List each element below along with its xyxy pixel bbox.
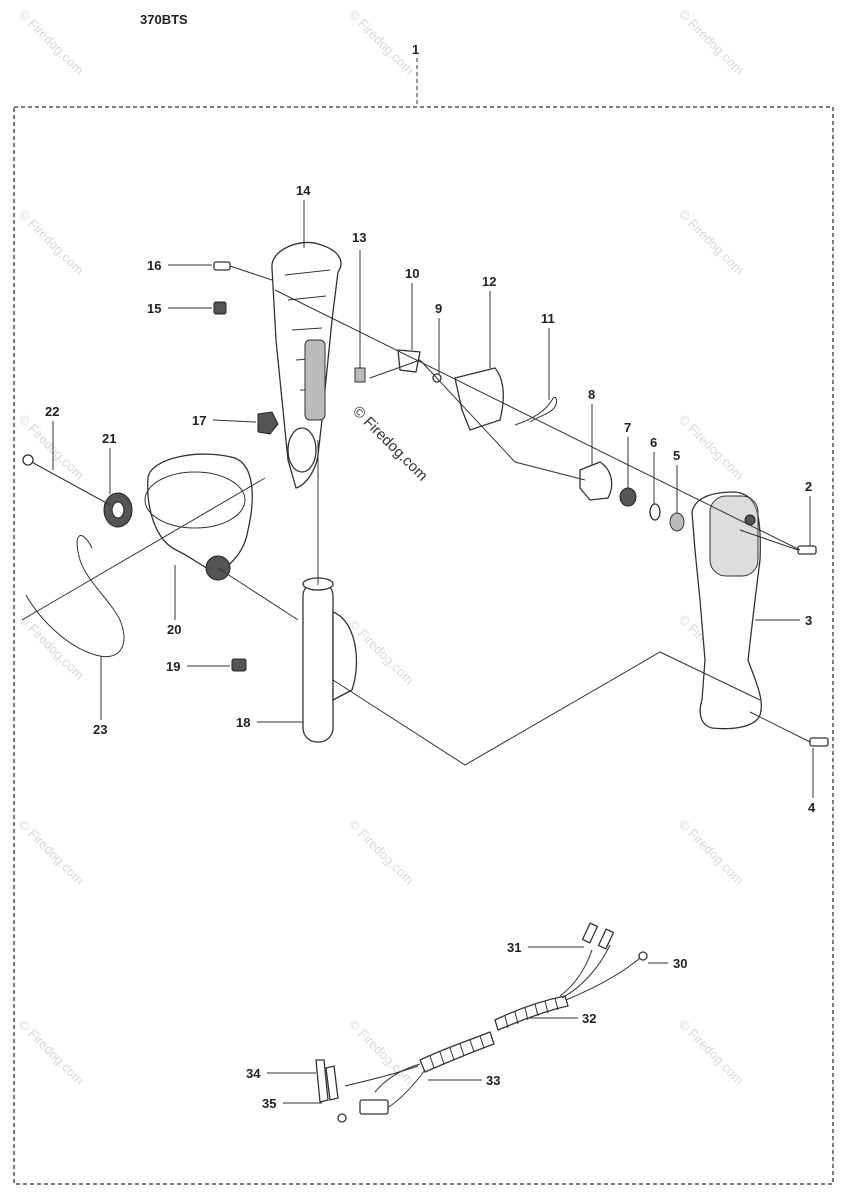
callout-8: 8 (588, 387, 595, 402)
part-4-screw (749, 711, 829, 747)
part-16-screw (213, 261, 273, 281)
watermark: © Firedog.com (676, 412, 747, 483)
part-5-washer (669, 512, 685, 532)
part-10-clip (397, 349, 421, 373)
callout-13: 13 (352, 230, 366, 245)
callout-12: 12 (482, 274, 496, 289)
clamp-ring (144, 471, 246, 529)
wire (565, 957, 641, 1001)
assembly-line (369, 359, 586, 481)
callout-14: 14 (296, 183, 311, 198)
callout-10: 10 (405, 266, 419, 281)
part-33-connector (359, 1099, 389, 1115)
watermark: © Firedog.com (676, 207, 747, 278)
housing-detail (284, 269, 331, 391)
part-12-trigger (454, 367, 504, 431)
callouts: 1 14 16 15 13 10 9 12 11 8 7 6 5 2 3 4 2… (45, 42, 816, 1111)
watermark: © Firedog.com (16, 817, 87, 888)
part-32-sleeve-lower (419, 1031, 495, 1073)
watermark: © Firedog.com (346, 817, 417, 888)
part-8-lock (579, 461, 613, 501)
part-34-bracket (315, 1059, 329, 1103)
callout-33: 33 (486, 1073, 500, 1088)
part-17-nut (257, 411, 279, 435)
part-18-tube (302, 577, 358, 743)
callout-30: 30 (673, 956, 687, 971)
callout-2: 2 (805, 479, 812, 494)
part-2-screw (739, 529, 817, 555)
callout-15: 15 (147, 301, 161, 316)
clamp-leader (217, 567, 299, 621)
callout-1: 1 (412, 42, 419, 57)
rear-handle-cap (709, 495, 759, 577)
wire (561, 944, 611, 999)
wire (374, 1063, 421, 1093)
housing-detail (304, 339, 326, 421)
watermark: © Firedog.com (676, 7, 747, 78)
model-title: 370BTS (140, 12, 188, 27)
callout-5: 5 (673, 448, 680, 463)
watermark: © Firedog.com (676, 817, 747, 888)
assembly-boundary (13, 106, 834, 1185)
watermark: © Firedog.com (16, 412, 87, 483)
wire (344, 1065, 419, 1087)
part-15-nut (213, 301, 227, 315)
callout-20: 20 (167, 622, 181, 637)
callout-4: 4 (808, 800, 816, 815)
assembly-line (274, 289, 801, 551)
wiring-harness (315, 922, 648, 1123)
part-13-spring (354, 250, 366, 383)
assembly-line (332, 651, 761, 766)
callout-22: 22 (45, 404, 59, 419)
callout-18: 18 (236, 715, 250, 730)
callout-34: 34 (246, 1066, 261, 1081)
callout-32: 32 (582, 1011, 596, 1026)
callout-7: 7 (624, 420, 631, 435)
watermark-main: © Firedog.com (349, 403, 431, 485)
part-34-bracket (325, 1065, 339, 1101)
watermark-group: © Firedog.com © Firedog.com © Firedog.co… (16, 7, 747, 1088)
part-11-spring (514, 396, 558, 426)
part-23-bail (25, 535, 125, 658)
watermark: © Firedog.com (16, 7, 87, 78)
watermark: © Firedog.com (676, 1017, 747, 1088)
handle-assembly (21, 241, 829, 766)
part-6-washer (649, 503, 661, 521)
wire (559, 949, 593, 997)
callout-6: 6 (650, 435, 657, 450)
part-30-connector (638, 951, 648, 961)
sleeve-ribs (429, 997, 559, 1069)
watermark: © Firedog.com (346, 7, 417, 78)
callout-31: 31 (507, 940, 521, 955)
part-31-terminal (581, 922, 599, 944)
watermark: © Firedog.com (16, 207, 87, 278)
part-7-bushing (619, 487, 637, 507)
callout-16: 16 (147, 258, 161, 273)
callout-11: 11 (541, 311, 555, 326)
part-21-knob (103, 492, 133, 528)
callout-9: 9 (435, 301, 442, 316)
watermark: © Firedog.com (16, 1017, 87, 1088)
part-20-clamp (147, 453, 253, 572)
callout-21: 21 (102, 431, 116, 446)
callout-35: 35 (262, 1096, 276, 1111)
callout-23: 23 (93, 722, 107, 737)
part-22-bolt (22, 454, 111, 506)
callout-19: 19 (166, 659, 180, 674)
assembly-line (21, 477, 266, 621)
callout-17: 17 (192, 413, 206, 428)
part-31-terminal (597, 928, 615, 950)
part-32-sleeve (494, 995, 569, 1031)
callout-3: 3 (805, 613, 812, 628)
part-19-nut (231, 658, 247, 672)
housing-detail (287, 427, 317, 473)
part-35-screw (337, 1113, 347, 1123)
